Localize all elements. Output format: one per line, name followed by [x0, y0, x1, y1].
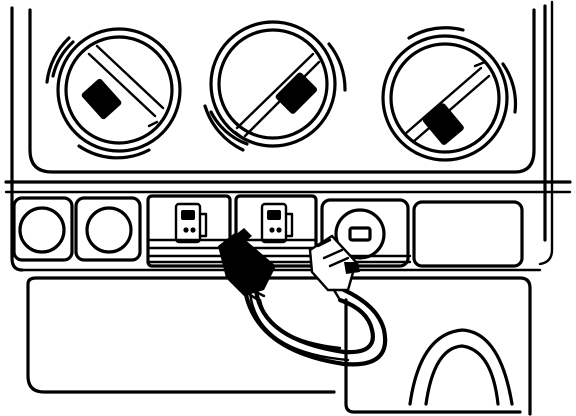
knob-left [45, 27, 182, 160]
knob-inner-ring [389, 42, 501, 154]
slot-blank-3 [412, 200, 524, 268]
knob-left-indicator [81, 78, 122, 120]
knob-outer-ring [209, 20, 337, 148]
knob-outer-ring [381, 34, 509, 162]
slot-blank-1 [12, 196, 74, 262]
knob-center [203, 20, 347, 152]
connector-cable [241, 279, 388, 367]
dashboard-housing [4, 0, 572, 272]
socket-1-jack [174, 202, 202, 244]
knob-inner-ring [64, 35, 174, 145]
socket-2-jack [260, 202, 288, 244]
knob-right-indicator [422, 103, 464, 145]
black-plug [218, 228, 276, 302]
storage-compartment [26, 276, 532, 416]
knob-right [381, 26, 518, 162]
white-plug [308, 234, 360, 302]
knob-outer-ring [56, 27, 182, 153]
knob-inner-ring [217, 28, 329, 140]
slot-blank-2 [74, 196, 142, 262]
knob-center-indicator [275, 72, 318, 114]
slot-switch [320, 198, 410, 268]
slot-socket-1 [146, 194, 232, 268]
rocker-switch [348, 226, 372, 242]
